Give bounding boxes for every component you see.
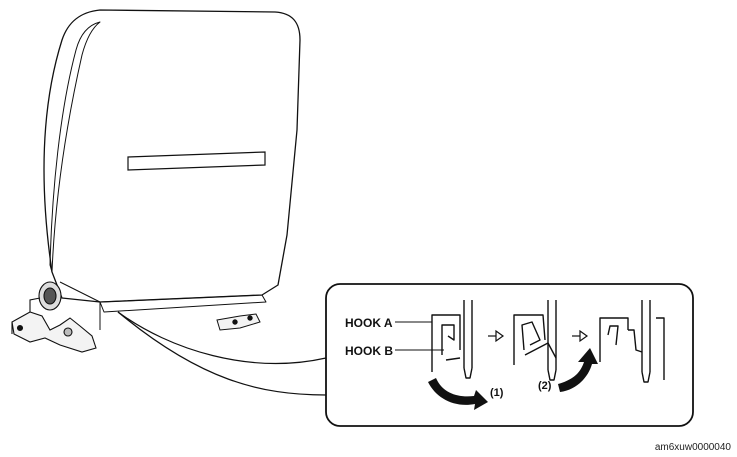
arrow-step-2 [558, 348, 598, 392]
step-1-label: (1) [490, 387, 504, 399]
hook-state-1 [431, 300, 473, 379]
rail-left [463, 300, 473, 368]
hook-state-2 [513, 300, 557, 381]
hook-state-3 [599, 300, 665, 383]
seat-back-outline [43, 9, 301, 303]
hook-b-shape [441, 324, 455, 355]
callout-lines [117, 311, 327, 396]
seat-back [43, 9, 301, 330]
hook-a-label: HOOK A [345, 316, 393, 330]
arrow-right-2 [572, 329, 589, 343]
lower-bracket [216, 313, 261, 331]
hook-b-label: HOOK B [345, 344, 393, 358]
callout-box [325, 283, 694, 427]
seat-back-lower-edge [59, 281, 101, 330]
seat-back-slot [127, 151, 266, 171]
hook-a-shape [431, 314, 461, 372]
recliner-mechanism [11, 281, 97, 353]
step-2-label: (2) [538, 380, 552, 392]
arrow-step-1 [428, 378, 488, 410]
figure-id: am6xuw0000040 [654, 442, 731, 453]
seat-back-side-panel [49, 21, 101, 273]
seat-back-bottom-trim [99, 294, 267, 313]
label-leaders [395, 321, 444, 351]
arrow-right-1 [488, 329, 505, 343]
